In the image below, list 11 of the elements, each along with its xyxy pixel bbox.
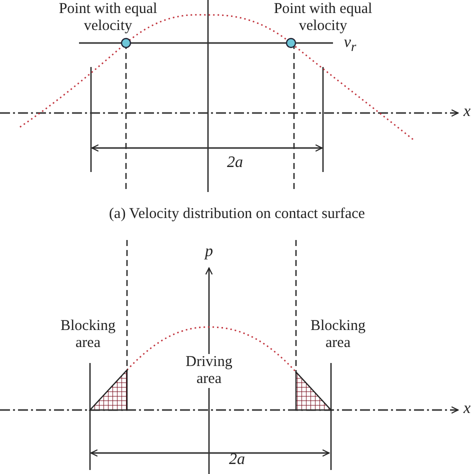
dimension-label: 2a [227, 154, 243, 171]
axis-label: p [205, 243, 213, 260]
point-label: Point with equal velocity [58, 1, 158, 35]
area-label: Blocking area [310, 318, 366, 352]
axis-label: x [463, 400, 471, 417]
velocity-label: v$_{r}$ [344, 34, 356, 56]
caption: (a) Velocity distribution on contact surface [109, 206, 365, 223]
area-label: Blocking area [60, 318, 116, 352]
axis-label: x [463, 103, 471, 120]
dimension-label: 2a [229, 451, 245, 468]
point-label: Point with equal velocity [272, 1, 374, 35]
